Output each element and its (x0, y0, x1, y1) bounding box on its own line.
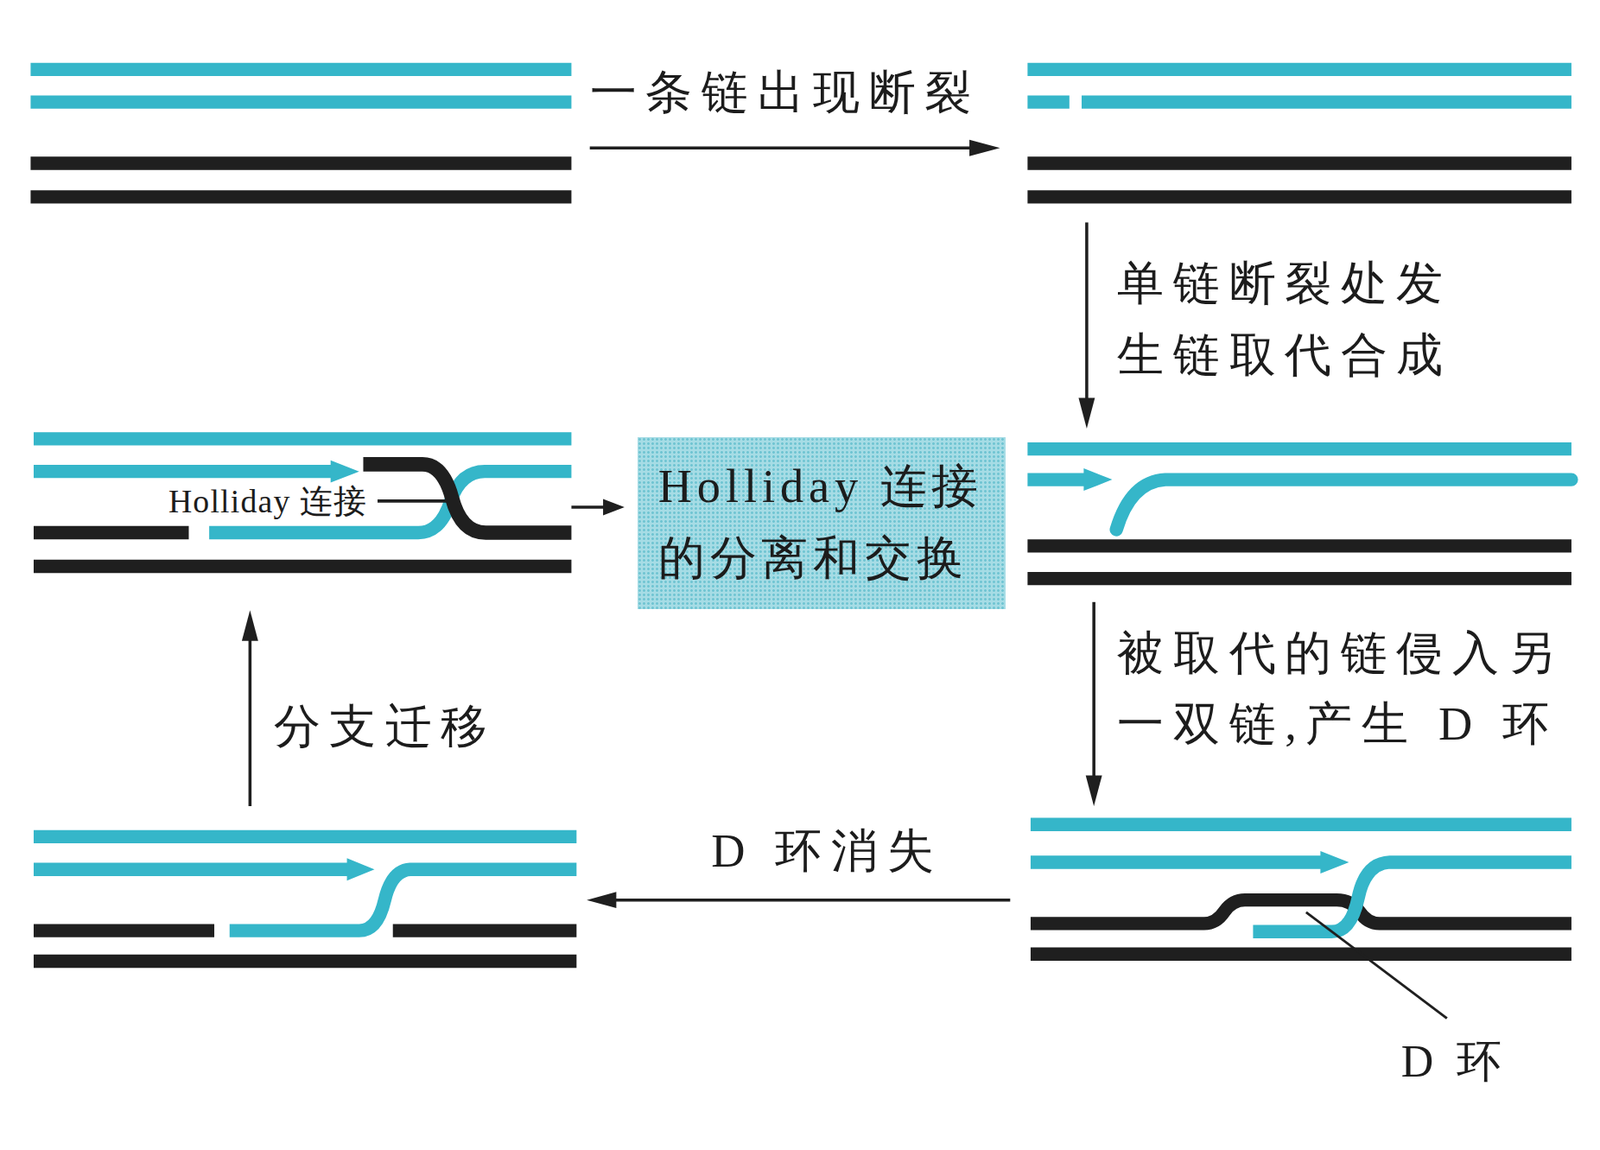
callout-label: D 环 (1401, 1034, 1509, 1088)
process-arrow (590, 146, 974, 150)
dna-strand (33, 431, 572, 445)
exchanged-strand (229, 869, 578, 931)
dna-strand (1027, 190, 1572, 204)
step-label: 被取代的链侵入另 一双链,产生 D 环 (1117, 617, 1567, 761)
arrowhead (586, 891, 616, 908)
dna-strand (30, 95, 572, 108)
dna-strand (33, 923, 215, 937)
arrowhead (1085, 775, 1103, 807)
strand-arrowhead (1083, 468, 1112, 491)
invading-strand (1252, 862, 1572, 932)
dna-panel-dloop (1030, 824, 1572, 1018)
dna-strand (30, 190, 572, 204)
displaced-strand (1116, 479, 1572, 530)
dna-strand (1030, 818, 1572, 832)
dna-strand (393, 923, 578, 937)
dna-strand (30, 63, 572, 77)
arrowhead (603, 499, 625, 516)
dna-strand (1030, 947, 1572, 961)
strand-arrowhead (1320, 850, 1349, 874)
process-arrow (1085, 222, 1089, 402)
dna-panel-holliday (33, 438, 572, 567)
step-label: 单链断裂处发 生链取代合成 (1117, 247, 1454, 391)
dna-strand (1027, 571, 1572, 585)
arrowhead (969, 139, 1000, 157)
strand-arrowhead (330, 460, 360, 483)
step-label: 一条链出现断裂 (590, 65, 981, 121)
dna-strand (33, 526, 190, 540)
strand-arrowhead (347, 857, 375, 881)
step-label: D 环消失 (711, 824, 943, 879)
new-strand (33, 863, 351, 877)
dna-strand (1027, 442, 1572, 456)
dna-strand (33, 559, 572, 573)
new-strand (1030, 855, 1325, 869)
leader-line (377, 499, 447, 503)
dna-strand (33, 830, 577, 844)
leader-line (1306, 912, 1448, 1019)
dna-panel-intact (30, 69, 572, 197)
arrowhead (1078, 398, 1095, 429)
process-arrow (1092, 602, 1096, 780)
dna-strand (1027, 156, 1572, 170)
dna-strand (1081, 95, 1572, 108)
dna-strand (1027, 63, 1572, 77)
process-arrow (248, 636, 253, 807)
process-arrow (571, 505, 606, 509)
dna-panel-loop-gone (33, 836, 577, 961)
process-arrow (612, 898, 1011, 902)
dna-panel-nick (1027, 69, 1572, 197)
dna-strand (30, 156, 572, 170)
crossing-strand (362, 463, 572, 533)
process-arrows (241, 139, 1103, 908)
highlight-box: Holliday 连接 的分离和交换 (637, 437, 1006, 610)
callout-label: Holliday 连接 (166, 482, 370, 521)
dna-strand (33, 954, 577, 968)
new-strand (1027, 472, 1088, 486)
d-loop-strand (1030, 900, 1572, 924)
dna-strand (1027, 95, 1069, 108)
dna-panel-displacement (1027, 449, 1572, 579)
new-strand (33, 464, 335, 478)
arrowhead (241, 609, 259, 641)
step-label: 分支迁移 (273, 699, 498, 755)
dna-strand (1027, 539, 1572, 553)
box-text: Holliday 连接 的分离和交换 (658, 450, 986, 594)
